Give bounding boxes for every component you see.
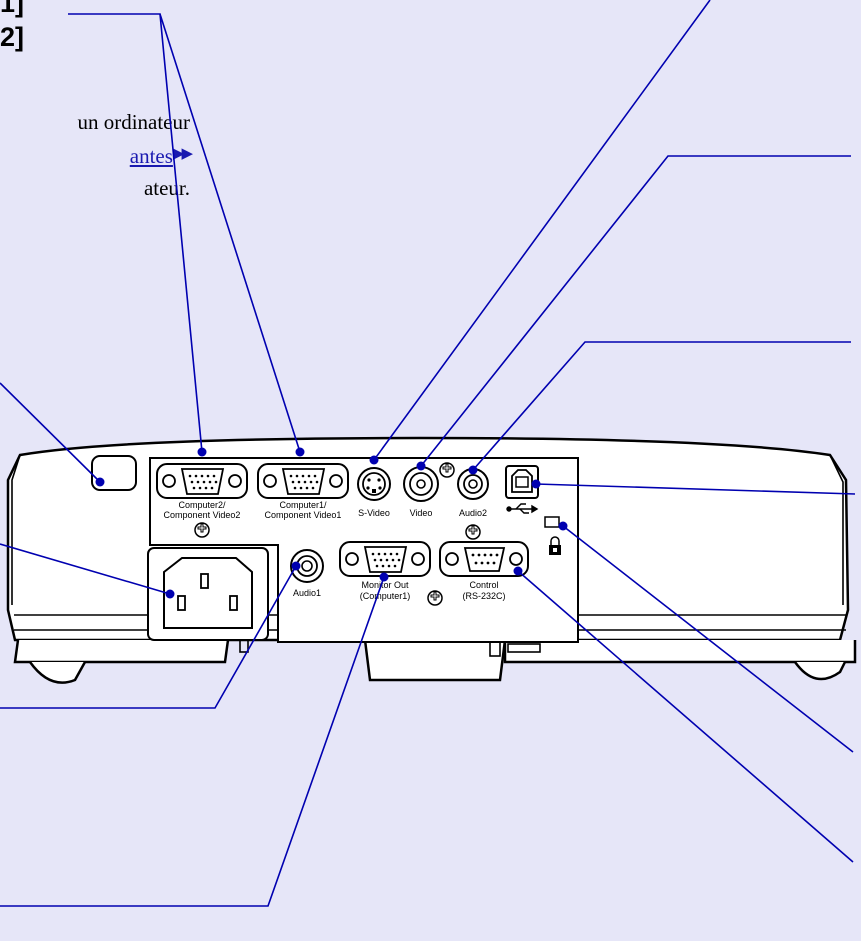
callout-computer-ports <box>68 13 203 453</box>
screw-icon <box>194 522 210 538</box>
control-label-line2: (RS-232C) <box>462 591 505 601</box>
callout-monitor-out <box>0 576 385 907</box>
audio2-label: Audio2 <box>459 508 487 518</box>
callout-power <box>0 543 171 595</box>
screw-icon <box>465 524 481 540</box>
security-slot <box>544 516 560 528</box>
computer2-port: Computer2/ Component Video2 <box>156 463 248 538</box>
heading-line-1: 1] <box>0 0 25 18</box>
description-line-3: ateur. <box>143 176 190 200</box>
usb-icon <box>506 503 539 514</box>
monitor-out-label-line2: (Computer1) <box>360 591 411 601</box>
audio2-port: Audio2 <box>457 468 489 540</box>
monitor-out-port: Monitor Out (Computer1) <box>339 541 431 601</box>
callout-audio1 <box>0 565 297 709</box>
callout-svideo <box>373 0 711 461</box>
power-inlet <box>147 547 269 641</box>
screw-icon <box>427 590 443 606</box>
svideo-label: S-Video <box>358 508 390 518</box>
audio1-label: Audio1 <box>293 588 321 598</box>
screw-icon <box>439 462 455 478</box>
callout-dots <box>95 447 568 599</box>
control-label-line1: Control <box>469 580 498 590</box>
callout-lines <box>0 0 856 907</box>
callout-video <box>420 155 851 467</box>
description-line-2: antes▶▶ <box>0 138 193 172</box>
callout-control <box>517 570 854 863</box>
audio1-port: Audio1 <box>290 549 324 598</box>
computer2-label-line1: Computer2/ <box>178 500 226 510</box>
section-heading: 1] 2] <box>0 0 24 54</box>
computer1-label-line1: Computer1/ <box>279 500 327 510</box>
callout-usb <box>535 483 856 495</box>
computer1-label-line2: Component Video1 <box>265 510 342 520</box>
svideo-port: S-Video <box>357 467 391 518</box>
computer1-port: Computer1/ Component Video1 <box>257 463 349 520</box>
callout-computer1 <box>159 13 301 453</box>
video-port: Video <box>403 466 439 518</box>
monitor-out-label-line1: Monitor Out <box>361 580 409 590</box>
computer2-label-line2: Component Video2 <box>164 510 241 520</box>
glossary-link[interactable]: antes <box>129 144 173 168</box>
description-text: un ordinateur antes▶▶ ateur. <box>0 106 193 204</box>
heading-line-2: 2] <box>0 22 25 52</box>
video-label: Video <box>410 508 433 518</box>
callout-audio2 <box>472 341 851 471</box>
callout-security <box>562 525 854 753</box>
control-port: Control (RS-232C) <box>439 541 529 601</box>
lock-icon <box>549 536 561 555</box>
double-arrow-icon[interactable]: ▶▶ <box>172 146 193 162</box>
callout-receiver <box>0 382 101 483</box>
